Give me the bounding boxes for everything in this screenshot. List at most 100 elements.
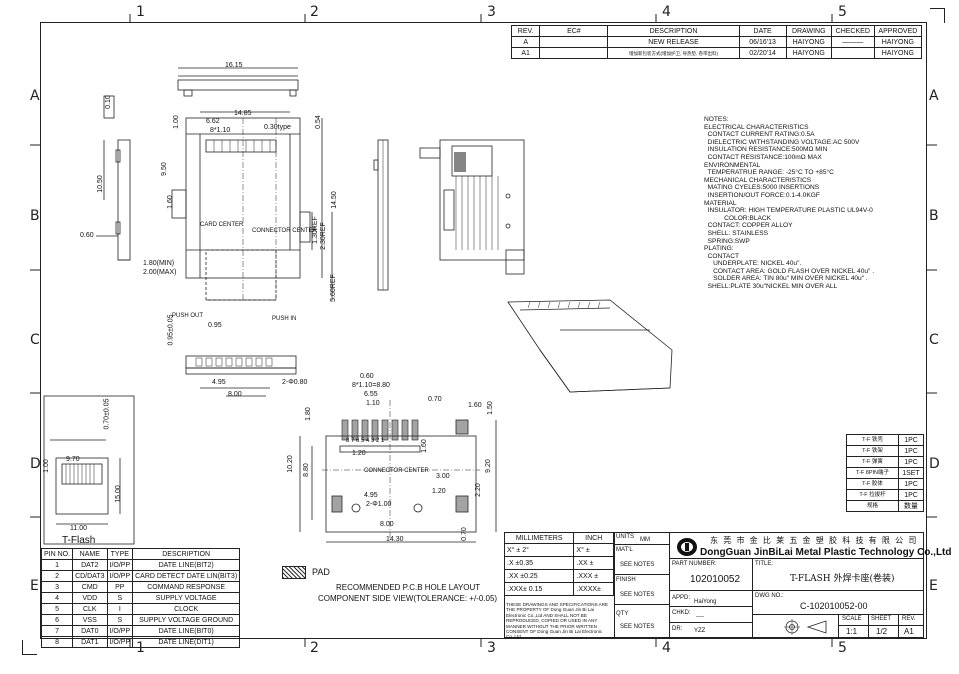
company-name-cn: 东 莞 市 金 比 莱 五 金 塑 胶 科 技 有 限 公 司 [710, 536, 918, 545]
pin-cell: DAT0 [72, 625, 108, 637]
dim-text: 16.15 [225, 62, 243, 69]
connector-center-label: CONNECTOR CENTER [252, 228, 317, 234]
note-line: INSULATOR: HIGH TEMPERATURE PLASTIC UL94… [704, 207, 873, 215]
revision-cell: 02/20'14 [738, 47, 787, 59]
note-line: UNDERPLATE: NICKEL 40u". [704, 260, 802, 268]
pin-cell: CMD [72, 581, 108, 593]
pin-header: NAME [72, 548, 108, 560]
note-line: SPRING:SWP [704, 237, 750, 245]
units-value: MM [640, 537, 650, 543]
bom-row: 规格数量 [846, 500, 924, 512]
dim-text: 10.50 [96, 175, 104, 193]
dim-text: 2.20 [474, 483, 482, 497]
dim-text: 1.60 [166, 195, 174, 209]
revision-table: REV. EC# DESCRIPTION DATE DRAWING CHECKE… [510, 25, 923, 59]
pin-cell: I/O/PP [106, 625, 134, 637]
tolerance-row: .XX ±0.25.XXX ± [503, 569, 614, 583]
note-line: ELECTRICAL CHARACTERISTICS [704, 123, 809, 131]
zone-bottom-5: 5 [838, 640, 847, 656]
note-line: ENVIRONMENTAL [704, 161, 761, 169]
rev-value: A1 [904, 627, 914, 636]
zone-bottom-2: 2 [310, 640, 319, 656]
dim-text: 8.00 [380, 521, 394, 528]
bom-name: T-F 胶体 [846, 478, 899, 490]
qty-value: SEE NOTES [620, 624, 655, 630]
note-line: SOLDER AREA: TIN 80u" MIN OVER NICKEL 40… [704, 275, 868, 283]
zone-left-b: B [30, 208, 40, 224]
zone-right-c: C [929, 332, 939, 348]
dim-text: 8.80 [302, 463, 310, 477]
dim-text: 14.50 [330, 191, 338, 209]
dr-value: YZZ [694, 628, 706, 634]
pin-cell: VDD [72, 592, 108, 604]
zone-bottom-3: 3 [487, 640, 496, 656]
qty-label: QTY [616, 611, 629, 617]
push-in-label: PUSH IN [272, 316, 297, 322]
pin-cell: VSS [72, 614, 108, 626]
dim-text: 3.00 [436, 473, 450, 480]
zone-left-e: E [30, 578, 39, 594]
divider [838, 614, 839, 638]
note-line: SHELL: STAINLESS [704, 229, 769, 237]
pad-label: PAD [312, 567, 330, 577]
divider [868, 614, 869, 638]
bom-name: T-F 拉拔杆 [846, 489, 899, 501]
zone-top-2: 2 [310, 4, 319, 20]
pin-cell: DAT2 [72, 559, 108, 571]
tflash-dim: 1.00 [42, 459, 50, 473]
scale-label: SCALE [842, 616, 862, 622]
revision-cell [539, 47, 609, 59]
zone-top-3: 3 [487, 4, 496, 20]
tflash-dim: 15.00 [114, 485, 122, 503]
company-logo [677, 538, 697, 556]
dim-text: 1.00 [172, 115, 180, 129]
tflash-dim: 0.70±0.05 [103, 398, 111, 430]
revision-cell: HAIYONG [785, 47, 832, 59]
dim-text: 0.70 [460, 527, 468, 541]
note-line: INSULATION RESISTANCE:500MΩ MIN [704, 146, 828, 154]
note-line: TEMPERATRUE RANGE: -25°C TO +85°C [704, 169, 834, 177]
chkd-label: CHKD: [672, 610, 691, 616]
note-line: CONTACT: COPPER ALLOY [704, 222, 793, 230]
sheet-label: SHEET [871, 616, 892, 622]
note-line: MATING CYELES:5000 INSERTIONS [704, 184, 820, 192]
pad-caption-2: COMPONENT SIDE VIEW(TOLERANCE: +/-0.05) [318, 594, 498, 603]
dim-text: 1.60 [420, 439, 428, 453]
note-line: DIELECTRIC WITHSTANDING VOLTAGE:AC 500V [704, 138, 860, 146]
note-line: INSERTION/OUT FORCE:0.1-4.0KGF [704, 191, 820, 199]
tolerance-cell: X° ± [573, 543, 614, 557]
dim-text: 0.95 [208, 322, 222, 329]
dim-text: 9.50 [160, 162, 168, 176]
note-line: CONTACT RESISTANCE:100mΩ MAX [704, 153, 822, 161]
dim-text: 8*1.10 [210, 127, 231, 134]
dim-text: 2.00(MAX) [143, 269, 177, 276]
divider [670, 558, 924, 559]
zone-top-1: 1 [136, 4, 145, 20]
tolerance-cell: .XXX ± [573, 569, 614, 583]
zone-left-c: C [30, 332, 40, 348]
bom-qty: 1PC [898, 489, 924, 501]
pin-cell: 5 [40, 603, 74, 615]
dim-text: 1.50 [486, 401, 494, 415]
pcb-pin-numbers: 8 7 6 5 4 3 2 1 [346, 438, 385, 444]
tolerance-row: .X ±0.35.XX ± [503, 556, 614, 570]
dim-text: 1.20 [432, 488, 446, 495]
scale-value: 1:1 [846, 627, 858, 636]
dim-text: 1.10 [366, 400, 380, 407]
pin-cell: CD/DAT3 [72, 570, 108, 582]
dim-text: 4.95 [212, 379, 226, 386]
revision-cell: 增加新包装方式(增加护卫, 导热垫, 卷带出料) [607, 47, 740, 59]
zone-left-a: A [30, 88, 40, 104]
dim-text: 8*1.10=8.80 [352, 382, 390, 389]
bom-name: 规格 [846, 500, 899, 512]
chkd-value: ---- [696, 614, 704, 620]
bom-qty: 1SET [898, 467, 924, 479]
pin-cell: COMMAND RESPONSE [132, 581, 241, 593]
dr-label: DR: [672, 626, 683, 632]
